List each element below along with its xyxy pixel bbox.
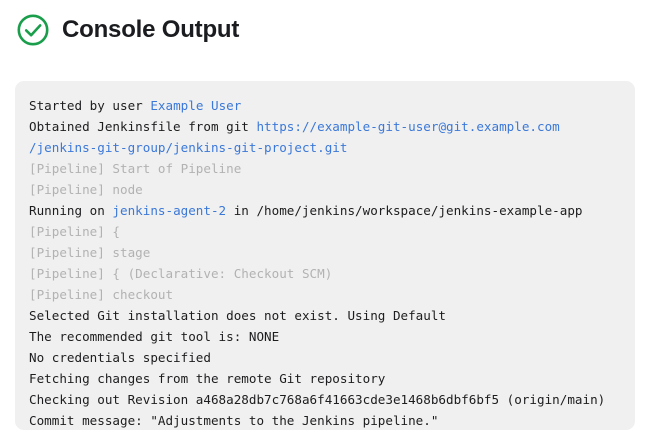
console-log-line: [Pipeline] { (Declarative: Checkout SCM) [29, 263, 635, 284]
console-text: The recommended git tool is: NONE [29, 329, 280, 344]
console-log-line: Obtained Jenkinsfile from git https://ex… [29, 116, 635, 137]
console-log-line: [Pipeline] checkout [29, 284, 635, 305]
console-log-line: [Pipeline] { [29, 221, 635, 242]
console-text: [Pipeline] Start of Pipeline [29, 161, 242, 176]
console-log-line: [Pipeline] stage [29, 242, 635, 263]
console-text: [Pipeline] stage [29, 245, 151, 260]
console-text: Checking out Revision a468a28db7c768a6f4… [29, 392, 606, 407]
console-log-line: Started by user Example User [29, 95, 635, 116]
console-text: Running on [29, 203, 113, 218]
console-log-line: Selected Git installation does not exist… [29, 305, 635, 326]
page-title: Console Output [62, 16, 240, 43]
console-text: Selected Git installation does not exist… [29, 308, 447, 323]
console-text: No credentials specified [29, 350, 211, 365]
console-text: [Pipeline] { (Declarative: Checkout SCM) [29, 266, 333, 281]
console-text: Obtained Jenkinsfile from git [29, 119, 257, 134]
console-link[interactable]: https://example-git-user@git.example.com [256, 119, 560, 134]
console-text: in /home/jenkins/workspace/jenkins-examp… [226, 203, 583, 218]
console-text: Fetching changes from the remote Git rep… [29, 371, 386, 386]
console-log-line: The recommended git tool is: NONE [29, 326, 635, 347]
console-log-line: /jenkins-git-group/jenkins-git-project.g… [29, 137, 635, 158]
console-link[interactable]: Example User [150, 98, 242, 113]
console-text: [Pipeline] checkout [29, 287, 174, 302]
console-link[interactable]: /jenkins-git-group/jenkins-git-project.g… [29, 140, 348, 155]
check-circle-icon [17, 14, 49, 46]
console-log-line: Commit message: "Adjustments to the Jenk… [29, 410, 635, 430]
console-log-line: [Pipeline] node [29, 179, 635, 200]
console-text: Started by user [29, 98, 151, 113]
console-log-line: [Pipeline] Start of Pipeline [29, 158, 635, 179]
console-text: [Pipeline] node [29, 182, 143, 197]
console-text: Commit message: "Adjustments to the Jenk… [29, 413, 439, 428]
page-header: Console Output [0, 0, 650, 46]
console-link[interactable]: jenkins-agent-2 [112, 203, 227, 218]
console-text: [Pipeline] { [29, 224, 120, 239]
console-log-line: Fetching changes from the remote Git rep… [29, 368, 635, 389]
console-log-line: Checking out Revision a468a28db7c768a6f4… [29, 389, 635, 410]
console-log-line: Running on jenkins-agent-2 in /home/jenk… [29, 200, 635, 221]
console-log-line: No credentials specified [29, 347, 635, 368]
